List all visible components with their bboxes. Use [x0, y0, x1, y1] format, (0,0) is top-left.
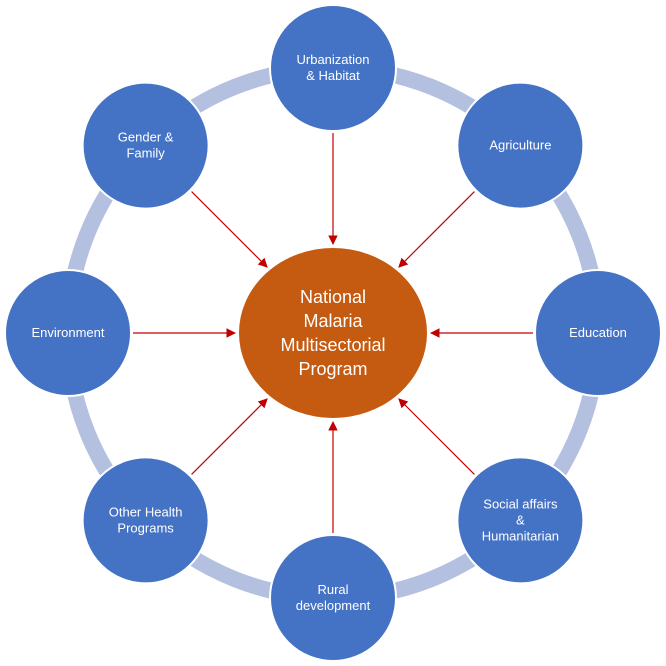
- node-1: Agriculture: [456, 81, 585, 210]
- center-label: National: [300, 287, 366, 307]
- node-circle: [456, 81, 585, 210]
- node-label: Social affairs: [483, 496, 558, 511]
- node-label: Family: [126, 146, 165, 161]
- center-label: Malaria: [303, 311, 363, 331]
- node-label: development: [296, 598, 371, 613]
- node-label: Education: [569, 325, 627, 340]
- node-7: Gender &Family: [81, 81, 210, 210]
- arrow-5: [191, 398, 268, 475]
- node-label: Urbanization: [297, 52, 370, 67]
- center-ellipse: [237, 246, 429, 420]
- node-3: Social affairs&Humanitarian: [456, 456, 585, 585]
- center-label: Program: [298, 359, 367, 379]
- node-circle: [456, 456, 585, 585]
- node-2: Education: [534, 269, 662, 397]
- arrow-7: [191, 191, 268, 268]
- node-label: Agriculture: [489, 138, 551, 153]
- node-label: Gender &: [118, 130, 174, 145]
- node-label: &: [516, 512, 525, 527]
- center-label: Multisectorial: [280, 335, 385, 355]
- arrow-1: [398, 191, 475, 268]
- node-circle: [269, 534, 397, 662]
- node-circle: [269, 4, 397, 132]
- node-label: Rural: [317, 582, 348, 597]
- node-label: Other Health: [109, 504, 183, 519]
- node-circle: [4, 269, 132, 397]
- node-label: & Habitat: [306, 68, 360, 83]
- node-0: Urbanization& Habitat: [269, 4, 397, 132]
- node-label: Humanitarian: [482, 528, 559, 543]
- node-circle: [534, 269, 662, 397]
- node-label: Environment: [32, 325, 105, 340]
- node-circle: [81, 456, 210, 585]
- arrow-3: [398, 398, 475, 475]
- node-6: Environment: [4, 269, 132, 397]
- node-label: Programs: [117, 520, 174, 535]
- node-circle: [81, 81, 210, 210]
